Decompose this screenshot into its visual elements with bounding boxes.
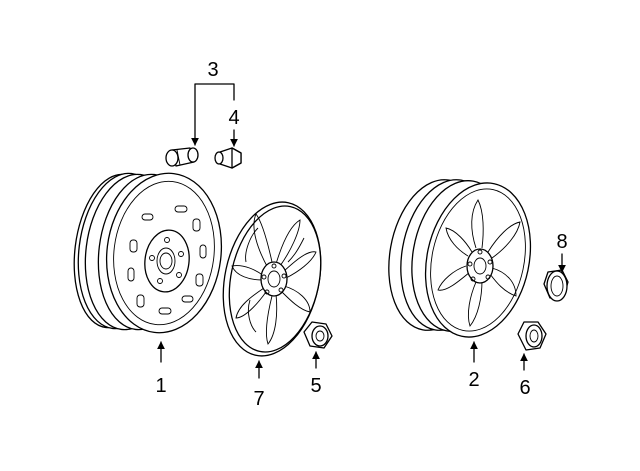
- callout-1: 1: [155, 375, 166, 397]
- lock-nut: [165, 147, 199, 167]
- wheel-nut-5: [303, 321, 333, 349]
- callout-6: 6: [519, 377, 530, 399]
- lug-nut: [214, 147, 242, 169]
- callout-8: 8: [556, 231, 567, 253]
- callout-5: 5: [310, 375, 321, 397]
- callout-4: 4: [228, 107, 239, 129]
- wheel-nut-6: [517, 321, 547, 351]
- callout-7: 7: [253, 388, 264, 410]
- vent-slots: [127, 205, 207, 315]
- steel-wheel: [73, 172, 223, 334]
- leader-lines: [157, 83, 566, 379]
- center-cap: [543, 269, 569, 302]
- callout-3: 3: [207, 59, 218, 81]
- alloy-wheel: [388, 179, 532, 338]
- callout-2: 2: [468, 369, 479, 391]
- wheel-cover: [222, 201, 322, 357]
